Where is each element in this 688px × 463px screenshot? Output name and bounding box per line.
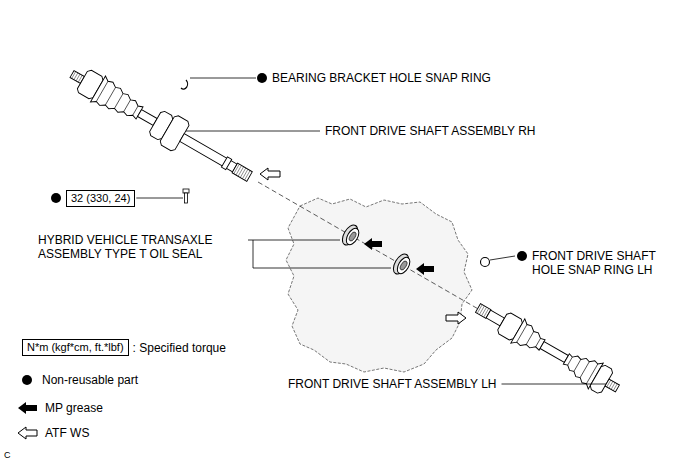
legend-entry: MP grease — [45, 401, 103, 415]
boot-rib — [568, 357, 573, 365]
joint-housing — [159, 114, 191, 152]
legend-dot — [22, 375, 32, 385]
legend-text: ATF WS — [45, 426, 89, 440]
part-label: HYBRID VEHICLE TRANSAXLE ASSEMBLY TYPE T… — [38, 233, 250, 261]
legend-text: : Specified torque — [133, 341, 226, 355]
leader-line — [502, 384, 607, 385]
shaft-part — [180, 134, 237, 172]
boot-rib — [105, 87, 115, 104]
part-label: FRONT DRIVE SHAFT ASSEMBLY LH — [288, 377, 497, 391]
spline-tooth — [240, 168, 246, 178]
transaxle-case — [286, 198, 472, 372]
spline-tooth — [236, 165, 242, 175]
axis-line — [258, 182, 480, 310]
shaft-part — [232, 163, 252, 181]
legend-entry: ATF WS — [45, 426, 89, 440]
boot-rib — [536, 338, 541, 346]
boot-rib — [574, 359, 581, 371]
box-text: 32 (330, 24) — [71, 192, 130, 205]
spline-tooth — [242, 169, 248, 179]
snap-ring — [481, 258, 490, 267]
shaft-part — [605, 379, 619, 392]
legend-white-arrow — [18, 427, 37, 439]
legend-entry: Non-reusable part — [42, 373, 138, 387]
legend-entry: : Specified torque — [133, 341, 226, 355]
non-reusable-dot — [517, 251, 527, 261]
atf-ws-arrow — [260, 168, 280, 180]
leader-line — [248, 240, 391, 268]
leader-line — [490, 256, 515, 260]
box-text: N*m (kgf*cm, ft.*lbf) — [27, 341, 124, 354]
boot-rib — [580, 362, 589, 378]
spline-tooth — [479, 306, 484, 315]
mp-grease-arrow — [416, 263, 434, 275]
oil-seal — [390, 251, 413, 277]
part-label: BEARING BRACKET HOLE SNAP RING — [272, 71, 491, 85]
legend-text: MP grease — [45, 401, 103, 415]
shaft-part — [540, 342, 568, 363]
spline-tooth — [234, 164, 240, 174]
snap-ring — [181, 80, 188, 89]
boot-rib — [124, 100, 131, 112]
boot-rib — [517, 325, 527, 343]
cv-boot — [511, 319, 549, 357]
non-reusable-dot — [257, 73, 267, 83]
part-label: FRONT DRIVE SHAFT HOLE SNAP RING LH — [532, 249, 672, 277]
legend-black-arrow — [18, 402, 37, 414]
mp-grease-arrow — [364, 238, 382, 250]
atf-ws-arrow — [446, 312, 466, 324]
drive-shaft-rh — [64, 59, 259, 191]
boot-rib — [133, 106, 138, 115]
boot-rib — [96, 81, 108, 101]
legend-text: Non-reusable part — [42, 373, 138, 387]
non-reusable-dot — [51, 193, 61, 203]
torque-legend-box: N*m (kgf*cm, ft.*lbf) — [22, 339, 129, 356]
bolt — [183, 189, 189, 203]
shaft-part — [221, 157, 231, 170]
spline-tooth — [477, 305, 482, 314]
spline-tooth — [613, 384, 617, 391]
cv-boot — [90, 76, 147, 126]
leader-line — [190, 78, 256, 79]
leader-line — [186, 131, 320, 132]
oil-seal — [339, 222, 362, 248]
figure-code: C — [4, 448, 11, 462]
boot-rib — [526, 332, 534, 345]
spline-tooth — [245, 170, 251, 180]
spline-tooth — [238, 167, 244, 177]
torque-box: 32 (330, 24) — [66, 190, 135, 207]
spline-tooth — [482, 307, 487, 316]
leader-line — [136, 198, 183, 199]
boot-rib — [115, 94, 124, 109]
part-label: FRONT DRIVE SHAFT ASSEMBLY RH — [325, 124, 536, 138]
